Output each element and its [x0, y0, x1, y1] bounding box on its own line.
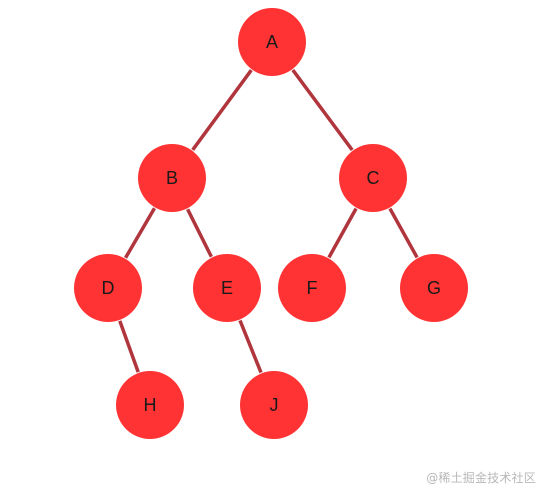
tree-edge-a-c [289, 65, 356, 155]
tree-node-f: F [278, 254, 346, 322]
tree-edge-a-b [189, 66, 255, 154]
tree-node-a: A [238, 8, 306, 76]
tree-node-j: J [240, 371, 308, 439]
tree-edge-b-d [122, 203, 158, 263]
tree-edge-c-f [325, 204, 360, 262]
tree-edge-b-e [184, 204, 215, 262]
tree-node-d: D [74, 254, 142, 322]
tree-node-c: C [339, 144, 407, 212]
tree-edge-c-g [386, 204, 421, 262]
tree-edge-d-h [117, 316, 141, 377]
tree-edge-e-j [237, 315, 264, 378]
watermark-text: @稀土掘金技术社区 [426, 471, 536, 485]
tree-node-e: E [193, 254, 261, 322]
tree-node-h: H [116, 371, 184, 439]
tree-node-g: G [400, 254, 468, 322]
tree-node-b: B [138, 144, 206, 212]
